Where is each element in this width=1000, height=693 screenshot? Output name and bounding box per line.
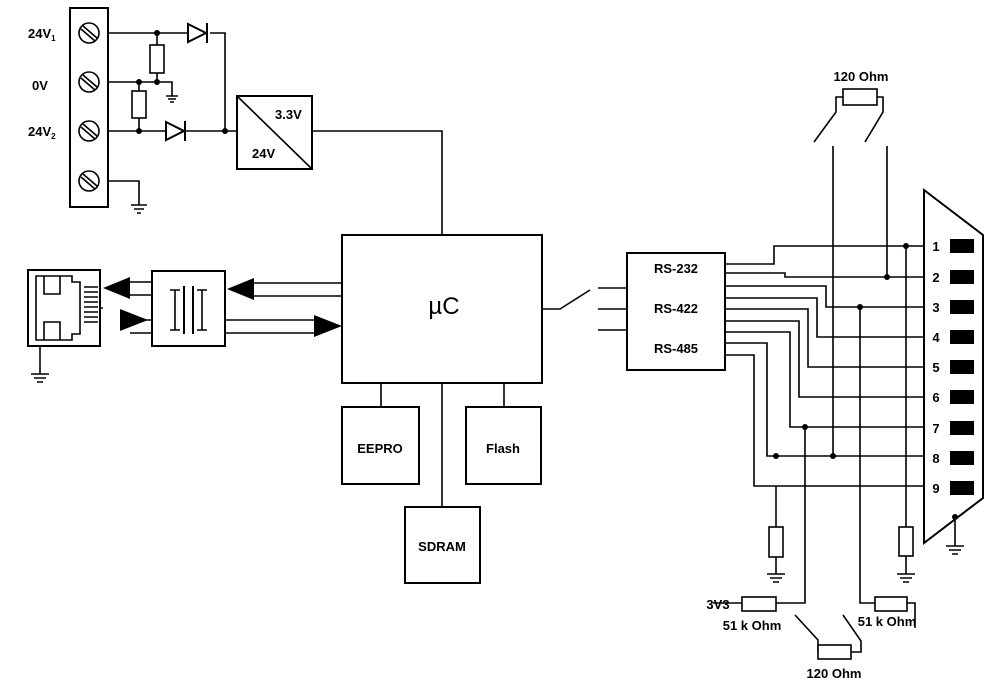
power-terminal-block [69, 7, 109, 208]
pin-4-contact [950, 330, 974, 344]
converter-input-label: 24V [252, 146, 275, 161]
diode-bottom [165, 120, 187, 142]
memory-bus-wires [380, 383, 505, 507]
pin-label-4: 4 [932, 330, 940, 345]
pin-8-contact [950, 451, 974, 465]
junction-dot [952, 514, 958, 520]
junction-dot [136, 128, 142, 134]
pin-6-contact [950, 390, 974, 404]
microcontroller-label: µC [428, 293, 459, 320]
connector-ground [946, 517, 964, 555]
junction-dot [136, 79, 142, 85]
ethernet-wiring [100, 281, 342, 334]
eeprom-block [341, 406, 420, 485]
terminal-label-24v1: 24V1 [28, 26, 56, 43]
arrow-left-icon [103, 277, 130, 299]
converter-output-label: 3.3V [275, 107, 302, 122]
pin-label-1: 1 [932, 239, 939, 254]
pin-label-3: 3 [932, 300, 939, 315]
arrow-left-icon [227, 278, 254, 300]
rs485-label: RS-485 [654, 341, 698, 356]
pin-label-6: 6 [932, 390, 939, 405]
interface-selector-switch [542, 287, 627, 331]
diode-top [187, 22, 209, 44]
db9-connector [923, 187, 984, 546]
pin-1-contact [950, 239, 974, 253]
junction-dot [154, 79, 160, 85]
pin-label-8: 8 [932, 451, 939, 466]
terminal-label-0v: 0V [32, 78, 48, 93]
screw-terminal-3 [78, 120, 100, 142]
pin-5-contact [950, 360, 974, 374]
pin-3-contact [950, 300, 974, 314]
eeprom-label: EEPRO [357, 441, 403, 456]
dc-dc-converter [236, 95, 313, 170]
pin-2-contact [950, 270, 974, 284]
flash-label: Flash [486, 441, 520, 456]
ethernet-transformer [151, 270, 226, 347]
pin-7-contact [950, 421, 974, 435]
junction-dot [903, 243, 909, 249]
screw-terminal-4 [78, 170, 100, 192]
converter-to-mcu-wire [312, 130, 443, 235]
flash-block [465, 406, 542, 485]
serial-transceiver-block [626, 252, 726, 371]
junction-dot [830, 453, 836, 459]
pin-label-9: 9 [932, 481, 939, 496]
supply-3v3-label: 3V3 [706, 597, 729, 612]
pin-label-2: 2 [932, 270, 939, 285]
arrow-right-icon [314, 315, 342, 337]
junction-dot [884, 274, 890, 280]
screw-terminal-2 [78, 71, 100, 93]
rs232-label: RS-232 [654, 261, 698, 276]
pin-label-7: 7 [932, 421, 939, 436]
junction-dot [802, 424, 808, 430]
serial-routing-wires [713, 88, 924, 660]
sdram-label: SDRAM [418, 539, 466, 554]
junction-dot [773, 453, 779, 459]
junction-dot [857, 304, 863, 310]
arrow-right-icon [120, 309, 148, 331]
resistor [131, 90, 147, 119]
power-wiring [108, 32, 237, 214]
screw-terminal-1 [78, 22, 100, 44]
junction-dot [154, 30, 160, 36]
pullup-left-label: 51 k Ohm [723, 618, 782, 633]
sdram-block [404, 506, 481, 584]
rs422-label: RS-422 [654, 301, 698, 316]
termination-top-label: 120 Ohm [834, 69, 889, 84]
termination-bottom-label: 120 Ohm [807, 666, 862, 681]
rj45-jack [27, 269, 101, 383]
terminal-label-24v2: 24V2 [28, 124, 56, 141]
junction-dot [222, 128, 228, 134]
pulldown-right-label: 51 k Ohm [858, 614, 917, 629]
pin-9-contact [950, 481, 974, 495]
resistor [149, 44, 165, 74]
pin-label-5: 5 [932, 360, 939, 375]
